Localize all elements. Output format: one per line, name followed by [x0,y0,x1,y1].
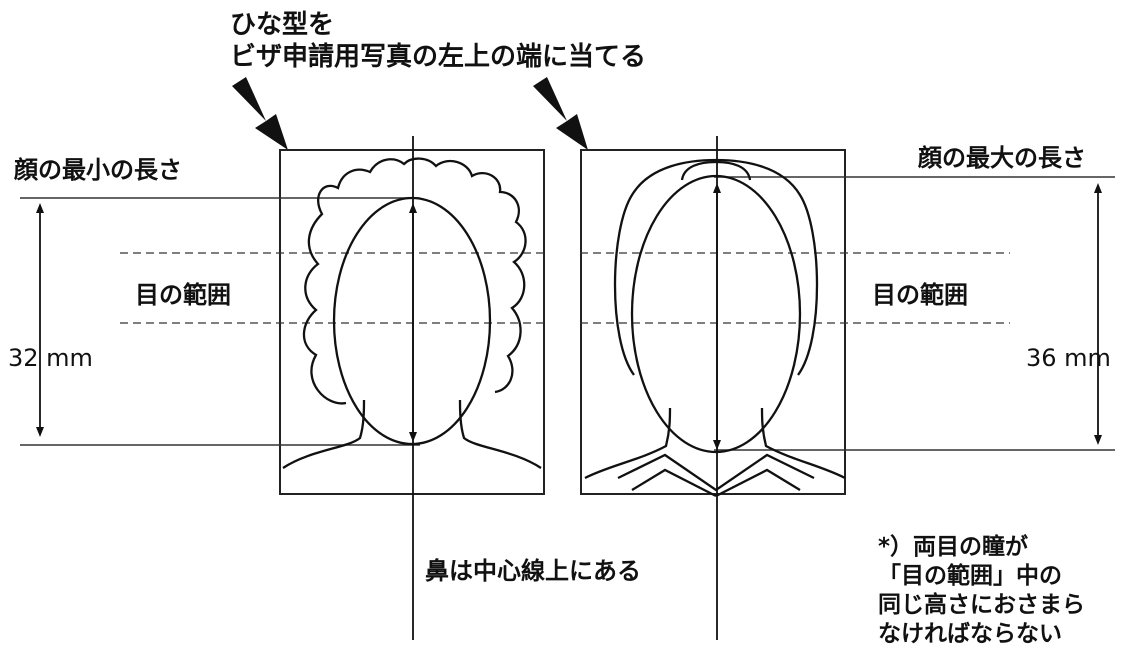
pupil-note-line-3: 同じ高さにおさまら [878,592,1085,618]
right-measure-label: 36 mm [1026,344,1111,372]
left-photo-frame [279,149,545,495]
pupil-note-line-2: 「目の範囲」中の [878,563,1062,589]
right-eye-range-label: 目の範囲 [872,281,968,309]
left-measure-label: 32 mm [8,344,93,372]
instruction-line-2: ビザ申請用写真の左上の端に当てる [230,42,647,72]
right-guide-lines [580,176,1115,451]
instruction-line-1: ひな型を [230,10,335,40]
right-photo-frame [580,149,846,495]
pupil-note-line-1: *）両目の瞳が [878,534,1029,560]
pointer-arrow-right [533,77,588,150]
right-face-illustration [584,158,846,498]
center-lines [412,136,718,640]
left-face-illustration [282,157,542,469]
pupil-note-line-4: なければならない [878,621,1062,647]
left-face-length-label: 顔の最小の長さ [14,156,182,184]
pointer-arrow-left [232,77,288,150]
left-eye-range-label: 目の範囲 [135,281,231,309]
left-guide-lines [20,197,545,446]
right-face-length-label: 顔の最大の長さ [918,144,1086,172]
pupil-note: *）両目の瞳が 「目の範囲」中の 同じ高さにおさまら なければならない [878,533,1085,649]
nose-centerline-label: 鼻は中心線上にある [425,557,641,585]
